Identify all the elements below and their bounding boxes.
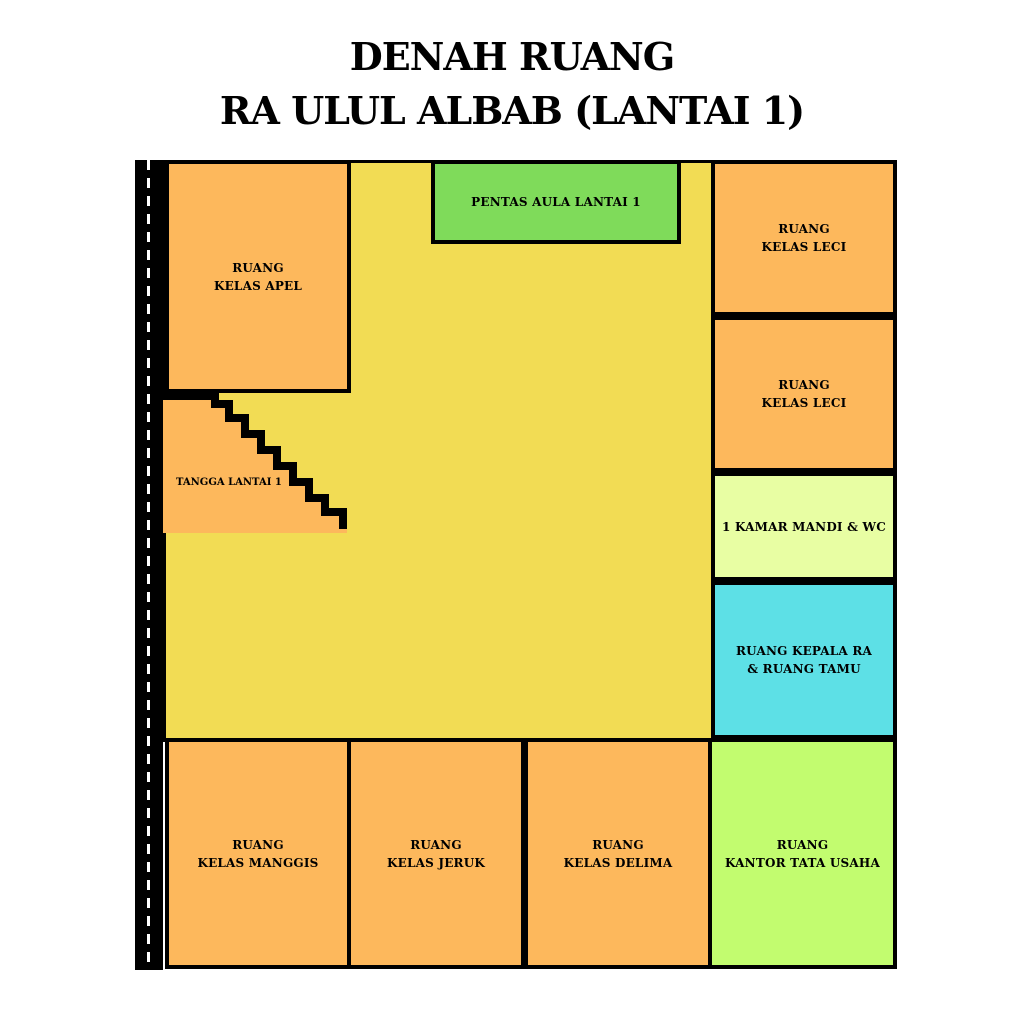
room-kelas-leci-1-label: RUANG KELAS LECI [761, 222, 847, 254]
room-kantor-tata-usaha-label: RUANG KANTOR TATA USAHA [725, 837, 880, 870]
room-kantor-tata-usaha[interactable]: RUANG KANTOR TATA USAHA [708, 738, 897, 969]
map-title-line1: DENAH RUANG [349, 34, 676, 79]
room-kelas-jeruk[interactable]: RUANG KELAS JERUK [347, 738, 525, 969]
room-kelas-manggis[interactable]: RUANG KELAS MANGGIS [165, 738, 351, 969]
room-kelas-leci-2[interactable]: RUANG KELAS LECI [711, 316, 897, 472]
map-title-line2: RA ULUL ALBAB (LANTAI 1) [219, 88, 805, 133]
room-kelas-apel[interactable]: RUANG KELAS APEL [165, 160, 351, 393]
room-kelas-apel-label: RUANG KELAS APEL [213, 260, 303, 293]
room-kelas-manggis-label: RUANG KELAS MANGGIS [197, 837, 319, 870]
room-kelas-leci-1[interactable]: RUANG KELAS LECI [711, 160, 897, 316]
room-kamar-mandi-label: 1 KAMAR MANDI & WC [722, 519, 886, 534]
room-kamar-mandi[interactable]: 1 KAMAR MANDI & WC [711, 472, 897, 581]
room-kepala-ra[interactable]: RUANG KEPALA RA & RUANG TAMU [711, 581, 897, 739]
room-kepala-ra-label: RUANG KEPALA RA & RUANG TAMU [735, 644, 873, 676]
room-pentas-aula[interactable]: PENTAS AULA LANTAI 1 [431, 160, 681, 244]
road-strip [135, 160, 163, 970]
room-kelas-delima[interactable]: RUANG KELAS DELIMA [524, 738, 712, 969]
room-pentas-aula-label: PENTAS AULA LANTAI 1 [471, 195, 641, 209]
room-kelas-leci-2-label: RUANG KELAS LECI [761, 378, 847, 410]
stairs-steps-outline [163, 392, 347, 529]
road-dashed-line [147, 160, 150, 970]
stairs-label: TANGGA LANTAI 1 [176, 477, 282, 488]
room-kelas-jeruk-label: RUANG KELAS JERUK [386, 837, 486, 870]
stairs-area[interactable] [163, 392, 353, 537]
room-kelas-delima-label: RUANG KELAS DELIMA [563, 837, 673, 870]
stairs-fill [163, 392, 347, 533]
